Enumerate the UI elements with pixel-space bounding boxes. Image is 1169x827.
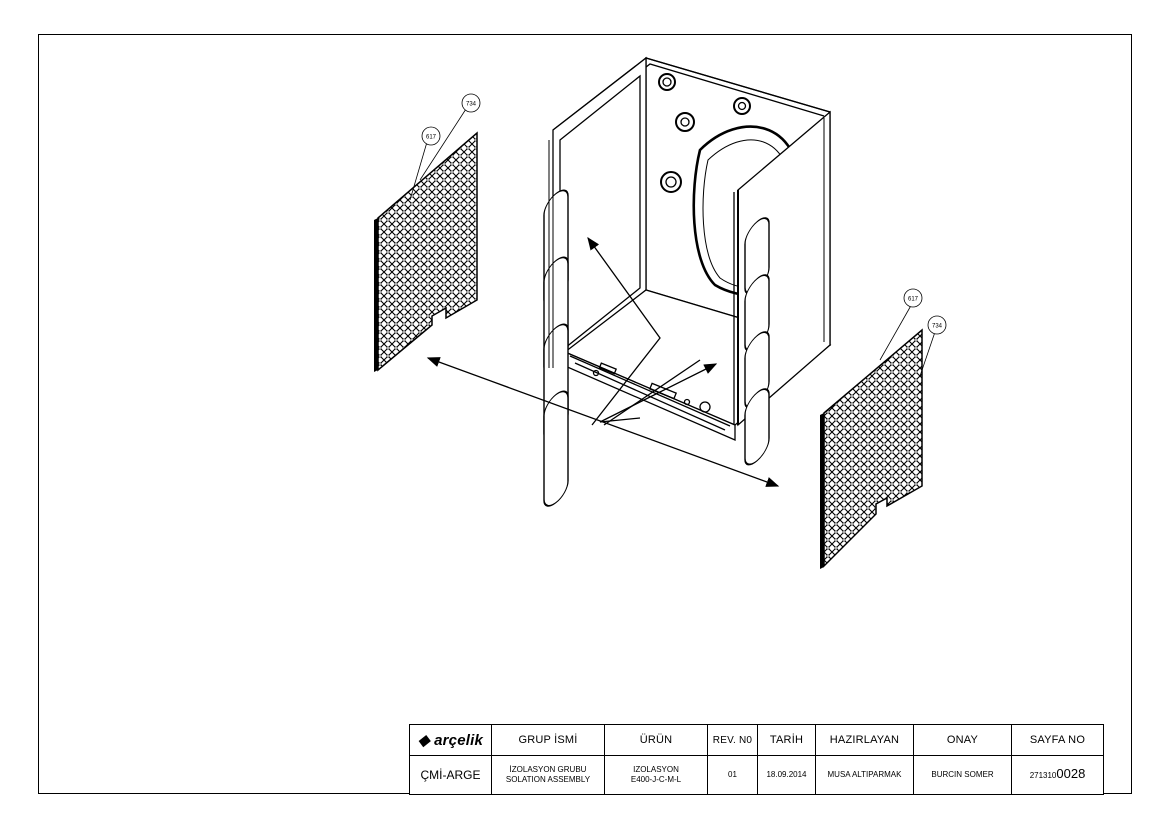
revision-value: 01 — [707, 755, 758, 795]
callout-617-left — [421, 126, 441, 146]
date-value: 18.09.2014 — [757, 755, 816, 795]
group-name-line1: İZOLASYON GRUBU — [509, 765, 587, 774]
header-product: ÜRÜN — [604, 724, 708, 756]
page-no-value: 2713100028 — [1011, 755, 1104, 795]
callout-734-right-label: 734 — [932, 324, 943, 330]
department-value: ÇMİ-ARGE — [409, 755, 492, 795]
callout-617-right-label: 617 — [908, 297, 919, 303]
brand-name: arçelik — [434, 732, 484, 749]
brand-logo: ◆ arçelik — [409, 724, 492, 756]
header-revision: REV. N0 — [707, 724, 758, 756]
callout-734-left — [461, 93, 481, 113]
cabinet-frame — [552, 56, 832, 441]
header-approval: ONAY — [913, 724, 1012, 756]
title-block: ◆ arçelik GRUP İSMİ ÜRÜN REV. N0 TARİH H… — [409, 724, 1104, 795]
left-insulation-panel — [374, 131, 478, 372]
product-line1: IZOLASYON — [633, 765, 679, 774]
group-name-value: İZOLASYON GRUBU SOLATION ASSEMBLY — [491, 755, 605, 795]
page-no-suffix: 0028 — [1056, 766, 1086, 781]
group-name-line2: SOLATION ASSEMBLY — [505, 775, 591, 784]
assembly-arrows — [426, 236, 780, 487]
callout-617-left-label: 617 — [426, 135, 437, 141]
page-no-prefix: 271310 — [1029, 771, 1057, 780]
header-page-no: SAYFA NO — [1011, 724, 1104, 756]
callout-734-left-label: 734 — [466, 102, 477, 108]
header-date: TARİH — [757, 724, 816, 756]
prepared-by-value: MUSA ALTIPARMAK — [815, 755, 914, 795]
header-group-name: GRUP İSMİ — [491, 724, 605, 756]
part-callouts — [409, 93, 947, 377]
approval-value: BURCIN SOMER — [913, 755, 1012, 795]
callout-617-right — [903, 288, 923, 308]
product-line2: E400-J-C-M-L — [630, 775, 682, 784]
callout-734-right — [927, 315, 947, 335]
header-prepared-by: HAZIRLAYAN — [815, 724, 914, 756]
right-insulation-panel — [820, 328, 923, 569]
edge-flanges — [548, 118, 825, 368]
product-value: IZOLASYON E400-J-C-M-L — [604, 755, 708, 795]
